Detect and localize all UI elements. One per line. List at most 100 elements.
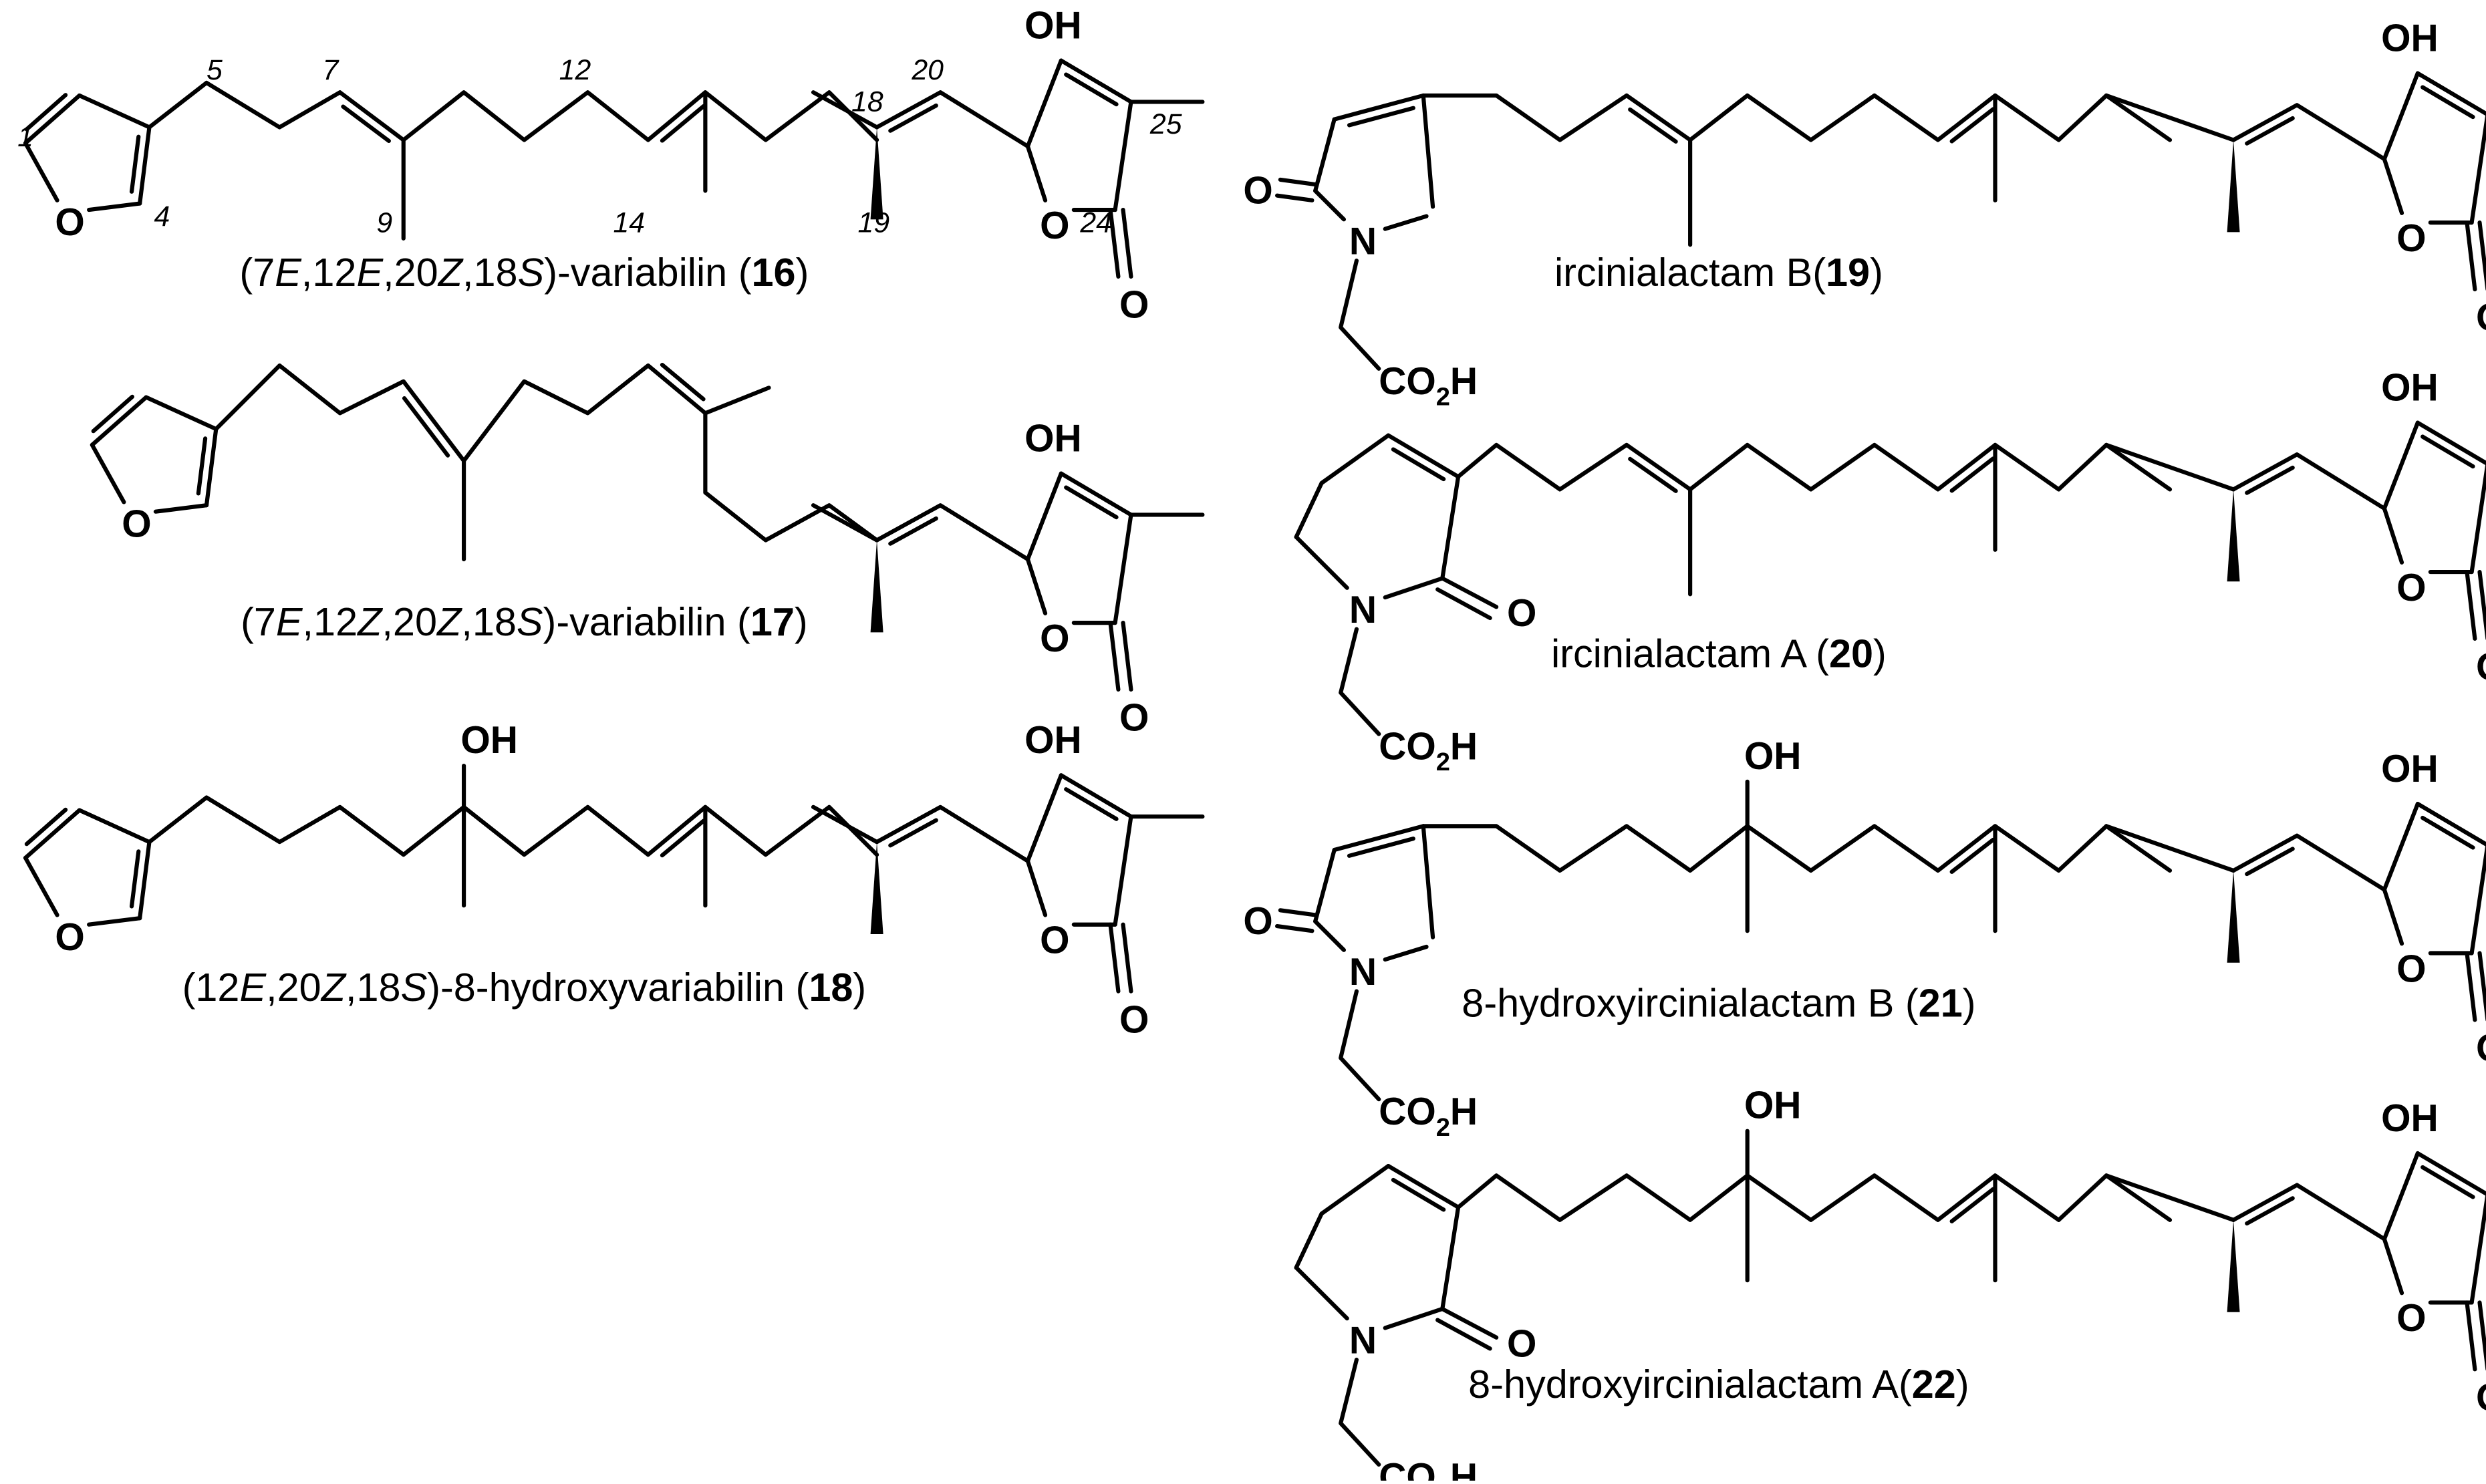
carbonyl-oxygen-label: O <box>1119 998 1149 1041</box>
double-bond <box>1949 107 1995 144</box>
hydroxyl-label: OH <box>1744 735 1802 778</box>
chain-bond <box>811 90 879 130</box>
hydroxyl-label: OH <box>1024 4 1082 47</box>
double-bond <box>1949 1187 1995 1223</box>
carbonyl-bond <box>1108 207 1121 279</box>
carbonyl-bond <box>1435 587 1492 621</box>
ring-oxygen-label: O <box>1040 204 1069 247</box>
carbonyl-bond <box>1435 1318 1492 1351</box>
lactam-bond <box>1421 824 1435 939</box>
furan-bond <box>23 141 59 202</box>
ring-bond <box>1059 773 1133 819</box>
terpenoid-chain <box>147 80 879 142</box>
lactam-bond <box>1294 1266 1349 1321</box>
ring-bond <box>2382 156 2404 215</box>
double-bond <box>1391 447 1446 482</box>
atom-number: 7 <box>323 54 340 86</box>
carbonyl-bond <box>2477 220 2486 291</box>
double-bond <box>1628 456 1678 493</box>
compound-caption: ircinialactam B(19) <box>1554 250 1883 295</box>
double-bond <box>2421 1165 2475 1199</box>
lactam-bond <box>1294 535 1349 590</box>
carbonyl-bond <box>1278 177 1318 187</box>
lactam-bond <box>1294 1211 1324 1270</box>
side-chain-bond <box>2231 452 2386 511</box>
ring-bond <box>2382 506 2404 565</box>
side-chain-bond <box>2231 1183 2386 1241</box>
terpenoid-chain <box>1456 442 2173 492</box>
compound-caption: (7E,12Z,20Z,18S)-variabilin (17) <box>241 599 808 644</box>
double-bond <box>660 104 706 143</box>
furan-oxygen-label: O <box>122 503 151 546</box>
terpenoid-chain <box>1421 93 2173 142</box>
ring-oxygen-label: O <box>2396 1297 2426 1340</box>
chain-bond <box>2104 1173 2236 1222</box>
atom-number: 19 <box>858 206 890 239</box>
wedge-bond <box>2227 870 2240 963</box>
double-bond <box>196 436 208 496</box>
carbonyl-bond <box>2465 220 2477 292</box>
double-bond <box>1064 72 1119 107</box>
compound-19: ONCO2HOHOOircinialactam B(19) <box>1243 17 2486 411</box>
carbonyl-bond <box>1275 193 1315 202</box>
ring-bond <box>2382 801 2420 892</box>
side-chain-bond <box>875 804 1030 863</box>
carbonyl-oxygen-label: O <box>2476 1027 2486 1070</box>
ring-bond <box>2415 801 2486 847</box>
terpenoid-chain <box>147 795 879 857</box>
ring-oxygen-label: O <box>2396 567 2426 609</box>
double-bond <box>1064 787 1119 821</box>
ring-bond <box>2415 1151 2486 1197</box>
lactam-bond <box>1319 1163 1391 1216</box>
wedge-bond <box>870 127 883 220</box>
ring-bond <box>1025 471 1063 562</box>
carbonyl-bond <box>2465 1300 2477 1372</box>
furan-bond <box>23 808 82 860</box>
double-bond <box>24 93 68 132</box>
lactam-bond <box>1440 474 1461 581</box>
compound-22: ONCO2HOHOHOO8-hydroxyircinialactam A(22) <box>1294 1084 2486 1484</box>
furan-bond <box>87 916 142 927</box>
carbonyl-oxygen-label: O <box>2476 1376 2486 1419</box>
lactam-bond <box>1383 944 1429 962</box>
furan-oxygen-label: O <box>55 916 84 959</box>
chain-bond <box>811 804 879 845</box>
atom-number: 4 <box>154 200 170 233</box>
nitrogen-label: N <box>1349 220 1377 263</box>
double-bond <box>2245 1196 2295 1226</box>
carbonyl-bond <box>1440 576 1499 609</box>
lactam-bond <box>1313 919 1347 952</box>
carbonyl-oxygen-label: O <box>2476 646 2486 689</box>
carbonyl-oxygen-label: O <box>2476 297 2486 339</box>
lactam-bond <box>1332 824 1425 853</box>
lactam-bond <box>1319 433 1391 486</box>
carbonyl-bond <box>1275 924 1315 933</box>
double-bond <box>2245 847 2295 877</box>
ring-bond <box>2469 462 2486 575</box>
hydroxyl-label: OH <box>2381 748 2439 790</box>
atom-number: 24 <box>1079 206 1112 239</box>
ring-oxygen-label: O <box>2396 217 2426 260</box>
double-bond <box>660 362 706 402</box>
ring-bond <box>2469 1193 2486 1305</box>
acetic-acid-bond <box>1339 627 1381 736</box>
carboxylic-acid-label: CO2H <box>1379 726 1478 777</box>
double-bond <box>2245 116 2295 146</box>
atom-number: 12 <box>559 54 591 86</box>
double-bond <box>2421 85 2475 120</box>
carbonyl-bond <box>1121 207 1133 279</box>
hydroxyl-label: OH <box>1024 417 1082 460</box>
carbonyl-bond <box>1440 1306 1499 1340</box>
furan-bond <box>87 201 142 212</box>
ring-bond <box>1025 773 1063 863</box>
compound-21: ONCO2HOHOHOO8-hydroxyircinialactam B (21… <box>1243 735 2486 1142</box>
ring-bond <box>2415 71 2486 116</box>
lactam-bond <box>1383 214 1429 231</box>
lactam-bond <box>1386 1163 1461 1209</box>
lactam-bond <box>1386 433 1461 479</box>
double-bond <box>2245 465 2295 495</box>
